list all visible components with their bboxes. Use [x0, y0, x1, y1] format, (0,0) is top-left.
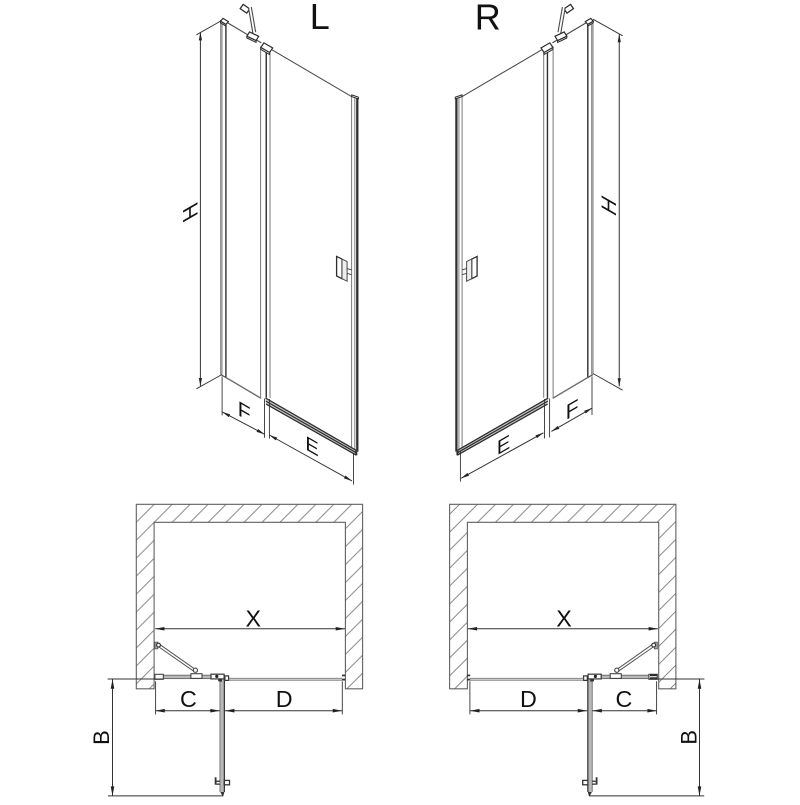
svg-text:E: E [305, 431, 318, 462]
svg-text:X: X [246, 605, 262, 631]
svg-text:E: E [497, 429, 510, 460]
svg-text:F: F [238, 395, 251, 426]
svg-text:B: B [676, 730, 701, 745]
svg-text:C: C [180, 686, 197, 712]
svg-text:D: D [276, 686, 293, 712]
svg-text:C: C [615, 686, 632, 712]
svg-text:L: L [310, 0, 330, 37]
svg-text:X: X [556, 605, 572, 631]
svg-text:B: B [89, 730, 114, 745]
svg-text:D: D [520, 686, 537, 712]
svg-text:R: R [475, 0, 501, 37]
svg-text:F: F [566, 393, 579, 424]
